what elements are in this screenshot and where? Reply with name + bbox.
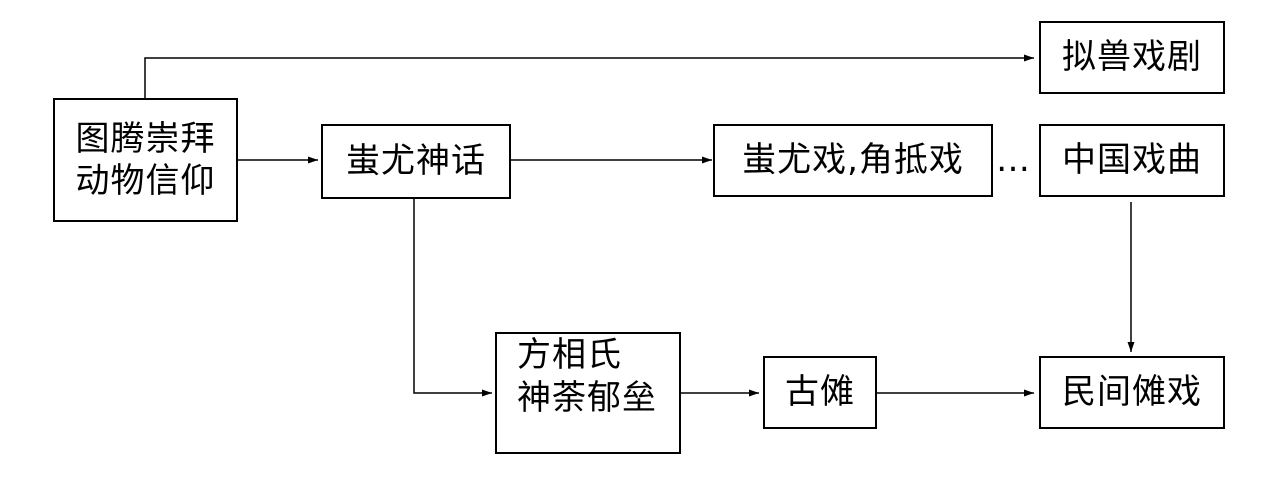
- node-gunuo-label: 古傩: [785, 372, 855, 413]
- arrow-chiyou-myth-to-fangxiang: [413, 199, 492, 397]
- node-totem-worship: 图腾崇拜 动物信仰: [53, 98, 238, 222]
- node-fangxiang: 方相氏 神荼郁垒: [495, 332, 681, 454]
- node-nishou-drama: 拟兽戏剧: [1039, 21, 1225, 94]
- node-chiyou-drama: 蚩尤戏,角抵戏: [713, 124, 993, 197]
- node-fangxiang-line2: 神荼郁垒: [517, 377, 657, 418]
- node-chinese-opera: 中国戏曲: [1039, 124, 1225, 197]
- node-totem-line2: 动物信仰: [75, 161, 216, 201]
- node-fangxiang-line1: 方相氏: [517, 335, 622, 375]
- node-chiyou-myth: 蚩尤神话: [321, 124, 511, 199]
- arrow-totem-to-nishou: [144, 54, 1034, 98]
- node-chiyou-drama-label: 蚩尤戏,角抵戏: [742, 140, 964, 181]
- node-chinese-opera-label: 中国戏曲: [1062, 140, 1202, 181]
- node-nishou-label: 拟兽戏剧: [1062, 37, 1202, 78]
- node-gunuo: 古傩: [763, 356, 877, 429]
- node-folk-nuo-label: 民间傩戏: [1062, 372, 1202, 413]
- node-folk-nuo-drama: 民间傩戏: [1039, 356, 1225, 429]
- node-totem-line1: 图腾崇拜: [75, 118, 216, 159]
- node-chiyou-myth-label: 蚩尤神话: [346, 141, 486, 182]
- ellipsis-text: …: [996, 140, 1030, 180]
